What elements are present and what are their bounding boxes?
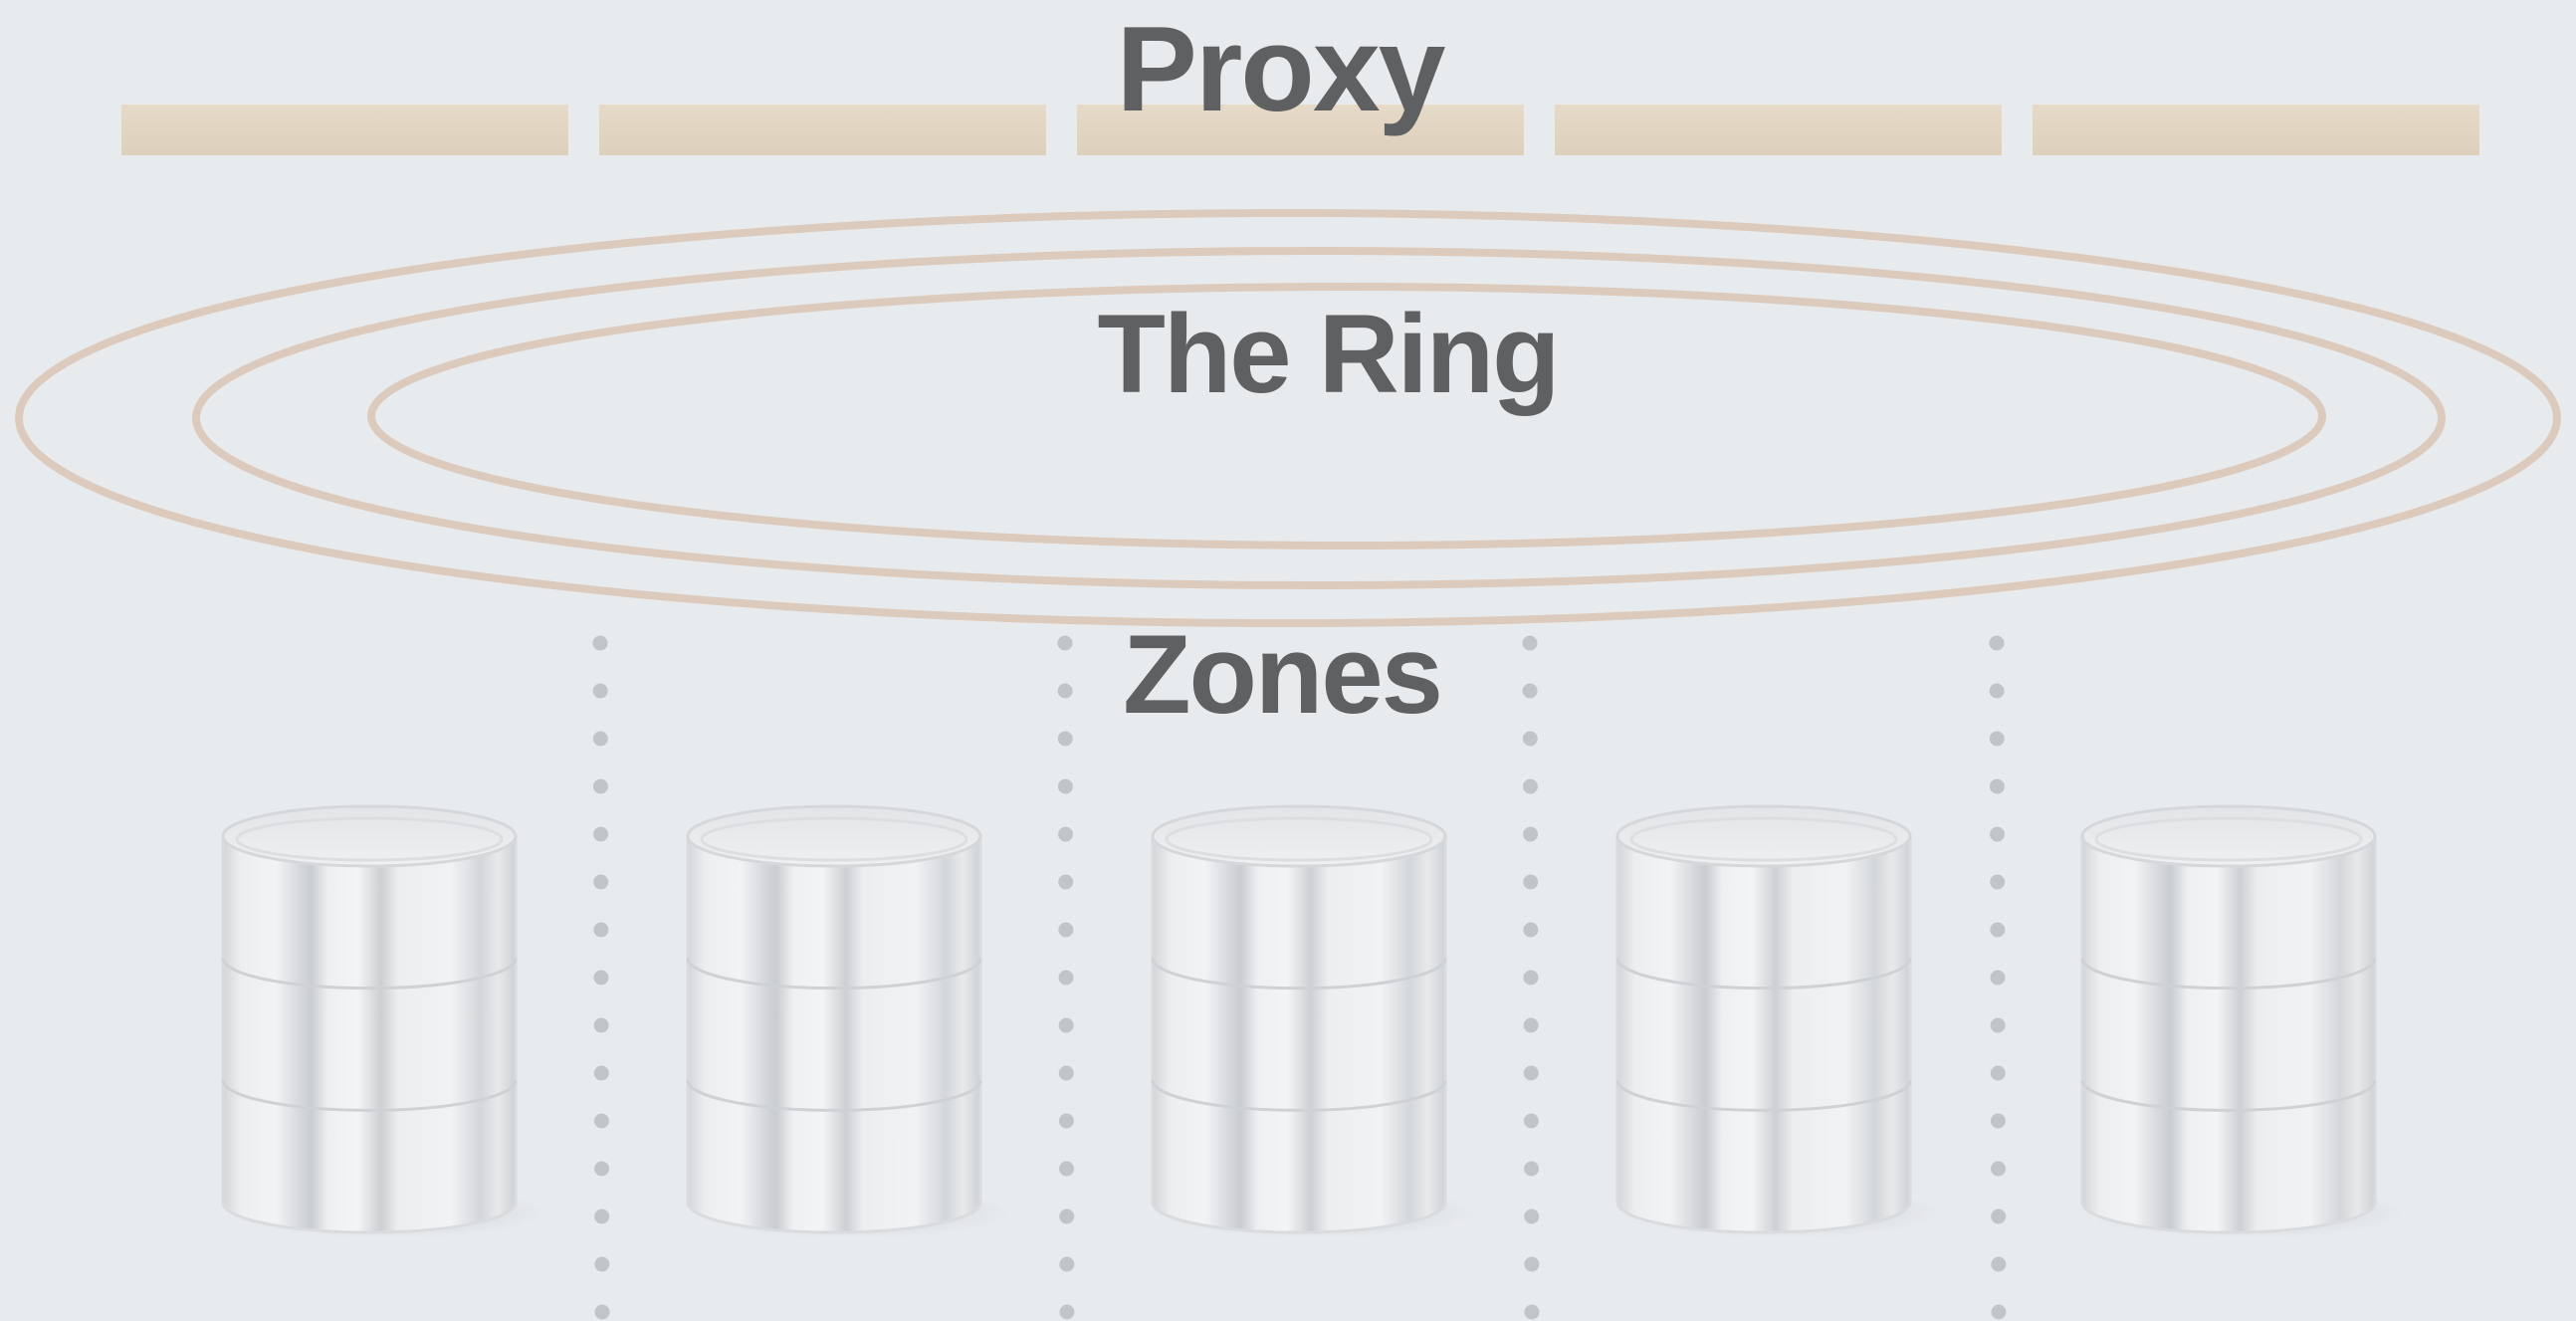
disk-top-cap [1615, 804, 1912, 868]
zone-separator-dotted-line [1522, 635, 1540, 1321]
disk-top-cap [1151, 804, 1447, 868]
proxy-node-bar [2033, 105, 2479, 155]
disk-body [686, 834, 982, 1234]
zones-label: Zones [1123, 612, 1443, 737]
disk-top-rim [1629, 816, 1898, 862]
disk-layer-seam [686, 1080, 982, 1112]
disk-layer-seam [1615, 958, 1912, 991]
disk-top-cap [2080, 804, 2377, 868]
disk-body [221, 834, 518, 1234]
zone-separator-dotted-line [1989, 635, 2007, 1321]
disk-layer-seam [686, 958, 982, 991]
disk-stack-icon [221, 804, 547, 1238]
ring-ellipse [15, 209, 2561, 627]
disk-stack-icon [1615, 804, 1942, 1238]
disk-top-cap [686, 804, 982, 868]
disk-stack-icon [2080, 804, 2407, 1238]
zone-separator-dotted-line [592, 635, 610, 1321]
zone-separator-dotted-line [1057, 635, 1075, 1321]
disk-top-rim [1165, 816, 1433, 862]
disk-body [2080, 834, 2377, 1234]
proxy-node-bar [121, 105, 568, 155]
disk-body [1615, 834, 1912, 1234]
proxy-node-bar [1077, 105, 1524, 155]
ring-ellipse [367, 283, 2326, 550]
disk-top-rim [2094, 816, 2363, 862]
disk-layer-seam [1151, 1080, 1447, 1112]
ring-label: The Ring [1097, 292, 1560, 416]
disk-layer-seam [2080, 1080, 2377, 1112]
disk-layer-seam [1615, 1080, 1912, 1112]
disk-stack-icon [686, 804, 1012, 1238]
disk-layer-seam [221, 1080, 518, 1112]
proxy-label: Proxy [1116, 1, 1445, 136]
disk-top-rim [235, 816, 504, 862]
disk-body [1151, 834, 1447, 1234]
disk-top-cap [221, 804, 518, 868]
disk-layer-seam [221, 958, 518, 991]
disk-layer-seam [2080, 958, 2377, 991]
proxy-node-bar [599, 105, 1046, 155]
disk-top-rim [700, 816, 968, 862]
proxy-node-bar [1555, 105, 2002, 155]
disk-layer-seam [1151, 958, 1447, 991]
ring-ellipse [192, 247, 2446, 589]
disk-stack-icon [1151, 804, 1477, 1238]
